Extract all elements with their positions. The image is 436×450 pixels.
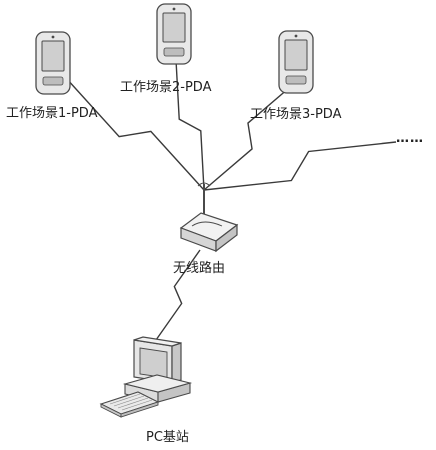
pda-2-label: 工作场景2-PDA xyxy=(120,80,212,95)
wireless-router-icon xyxy=(179,182,239,253)
router-label: 无线路由 xyxy=(173,261,226,276)
more-devices-ellipsis: …… xyxy=(396,131,424,146)
pc-base-station-label: PC基站 xyxy=(146,430,189,445)
pda-1-icon xyxy=(35,31,71,95)
wireless-link-router-pda2 xyxy=(175,59,205,191)
desktop-computer-icon xyxy=(99,336,193,418)
wireless-link-router-pda1 xyxy=(65,77,205,191)
pda-1-label: 工作场景1-PDA xyxy=(6,106,98,121)
wireless-link-router-more xyxy=(203,141,397,191)
wireless-link-router-pc xyxy=(155,249,201,341)
pda-2-icon xyxy=(156,3,192,65)
wireless-link-router-pda3 xyxy=(203,81,297,191)
pda-3-label: 工作场景3-PDA xyxy=(250,107,342,122)
pda-3-icon xyxy=(278,30,314,94)
wireless-links xyxy=(65,59,397,341)
